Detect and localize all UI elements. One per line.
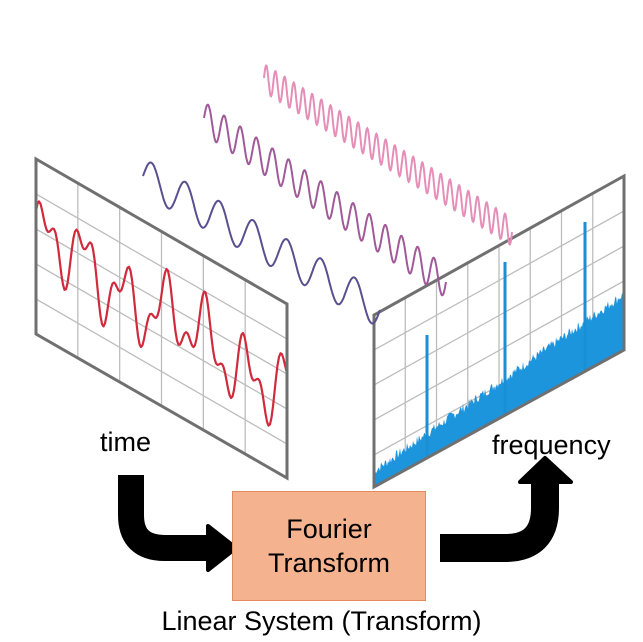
frequency-panel-border [372, 173, 626, 490]
time-domain-panel [34, 156, 289, 481]
output-arrow [440, 456, 573, 562]
fourier-transform-line1: Fourier [286, 514, 372, 544]
time-signal-waveform [36, 200, 287, 427]
fourier-transform-line2: Transform [267, 548, 390, 578]
time-panel-grid [36, 183, 287, 455]
time-label: time [100, 427, 152, 457]
frequency-domain-panel [372, 173, 626, 490]
frequency-panel-grid [374, 193, 624, 472]
fourier-transform-box: Fourier Transform [232, 491, 426, 601]
input-arrow [118, 475, 238, 572]
component-waves [142, 64, 513, 325]
frequency-spectrum [374, 293, 624, 487]
time-panel-border [34, 156, 289, 481]
linear-system-caption: Linear System (Transform) [161, 606, 482, 636]
sine-wave-mid-frequency [203, 103, 447, 297]
frequency-spikes [425, 222, 587, 460]
frequency-label: frequency [492, 430, 611, 460]
sine-wave-high-frequency [263, 64, 513, 246]
sine-wave-low-frequency [142, 161, 381, 325]
